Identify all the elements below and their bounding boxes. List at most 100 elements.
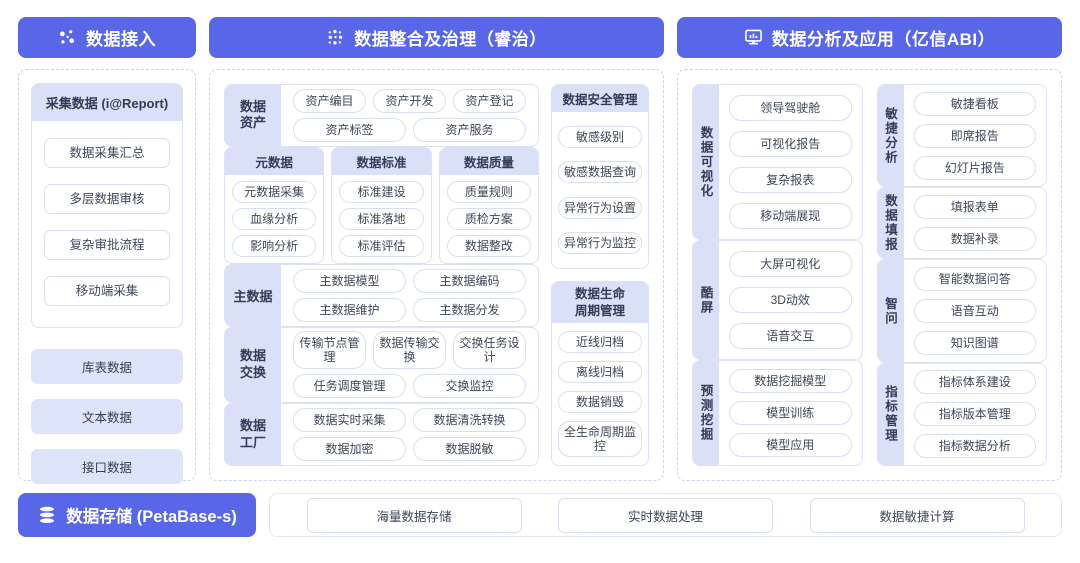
- feature-pill: 指标体系建设: [913, 370, 1036, 395]
- storage-item: 实时数据处理: [558, 497, 773, 533]
- feature-pill: 复杂审批流程: [44, 230, 170, 260]
- data-asset-row: 数据资产 资产编目资产开发资产登记 资产标签资产服务: [224, 84, 539, 147]
- feature-pill: 敏捷看板: [913, 91, 1036, 116]
- feature-pill: 知识图谱: [913, 331, 1036, 356]
- data-quality-box: 数据质量 质量规则质检方案数据整改: [438, 146, 539, 264]
- governance-sub-boxes: 元数据 元数据采集血缘分析影响分析 数据标准 标准建设标准落地标准评估 数据质量…: [224, 146, 539, 264]
- governance-panel: 数据资产 资产编目资产开发资产登记 资产标签资产服务 元数据 元数据采集血缘分析…: [209, 69, 664, 481]
- feature-pill: 质检方案: [446, 207, 531, 230]
- feature-pill: 模型应用: [729, 433, 852, 457]
- feature-pill: 指标数据分析: [913, 434, 1036, 459]
- data-security-box: 数据安全管理 敏感级别敏感数据查询异常行为设置异常行为监控: [551, 84, 649, 269]
- feature-pill: 标准落地: [339, 207, 424, 230]
- feature-pill: 交换任务设计: [453, 331, 526, 370]
- data-quality-title: 数据质量: [439, 147, 538, 175]
- smart-qa-box: 智问 智能数据问答语音互动知识图谱: [876, 259, 1047, 363]
- governance-header-label: 数据整合及治理（睿治）: [354, 30, 547, 49]
- feature-pill: 交换监控: [413, 374, 526, 399]
- column-governance: 数据整合及治理（睿治） 数据资产 资产编目资产开发资产登记 资产标签资产服务: [209, 17, 664, 481]
- governance-main: 数据资产 资产编目资产开发资产登记 资产标签资产服务 元数据 元数据采集血缘分析…: [224, 84, 539, 466]
- feature-pill: 数据实时采集: [293, 408, 406, 433]
- feature-pill: 近线归档: [558, 331, 642, 353]
- analysis-header: 数据分析及应用（亿信ABI）: [677, 17, 1062, 58]
- storage-item: 海量数据存储: [306, 497, 522, 533]
- feature-pill: 填报表单: [913, 195, 1036, 220]
- data-standard-title: 数据标准: [332, 147, 431, 175]
- data-source-pill: 接口数据: [31, 449, 183, 484]
- feature-pill: 元数据采集: [232, 180, 317, 203]
- feature-pill: 移动端采集: [44, 276, 170, 306]
- cool-screen-label: 酷屏: [693, 241, 719, 359]
- data-standard-box: 数据标准 标准建设标准落地标准评估: [331, 146, 432, 264]
- governance-side: 数据安全管理 敏感级别敏感数据查询异常行为设置异常行为监控 数据生命周期管理 近…: [551, 84, 649, 466]
- analysis-header-label: 数据分析及应用（亿信ABI）: [771, 30, 996, 49]
- feature-pill: 主数据编码: [413, 268, 526, 293]
- feature-pill: 资产登记: [453, 88, 526, 113]
- network-dots-icon: [59, 30, 75, 44]
- master-data-label: 主数据: [225, 264, 281, 326]
- predictive-mining-label: 预测挖掘: [693, 361, 719, 465]
- report-box-title: 采集数据 (i@Report): [32, 84, 182, 121]
- feature-pill: 复杂报表: [729, 167, 852, 193]
- feature-pill: 主数据分发: [413, 297, 526, 322]
- feature-pill: 幻灯片报告: [913, 155, 1036, 180]
- storage-bar: 数据存储 (PetaBase-s) 海量数据存储实时数据处理数据敏捷计算: [18, 493, 1062, 537]
- monitor-icon: [744, 29, 762, 45]
- data-security-title: 数据安全管理: [552, 85, 648, 112]
- data-asset-body: 资产编目资产开发资产登记 资产标签资产服务: [281, 85, 538, 146]
- feature-pill: 语音交互: [729, 323, 852, 349]
- feature-pill: 多层数据审核: [44, 184, 170, 214]
- feature-pill: 3D动效: [729, 287, 852, 313]
- feature-pill: 敏感数据查询: [558, 161, 642, 184]
- predictive-mining-box: 预测挖掘 数据挖掘模型模型训练模型应用: [692, 360, 863, 466]
- feature-pill: 智能数据问答: [913, 267, 1036, 292]
- feature-pill: 数据补录: [913, 227, 1036, 252]
- data-exchange-row: 数据交换 传输节点管理数据传输交换交换任务设计 任务调度管理交换监控: [224, 326, 539, 404]
- data-source-pill: 文本数据: [31, 399, 183, 434]
- top-columns: 数据接入 采集数据 (i@Report) 数据采集汇总多层数据审核复杂审批流程移…: [18, 17, 1062, 484]
- feature-pill: 模型训练: [729, 401, 852, 425]
- metadata-title: 元数据: [225, 147, 324, 175]
- feature-pill: 数据清洗转换: [413, 408, 526, 433]
- feature-pill: 移动端展现: [729, 203, 852, 229]
- data-access-panel: 采集数据 (i@Report) 数据采集汇总多层数据审核复杂审批流程移动端采集 …: [18, 69, 196, 484]
- feature-pill: 数据加密: [293, 437, 406, 462]
- data-lifecycle-box: 数据生命周期管理 近线归档离线归档数据销毁全生命周期监控: [551, 281, 649, 466]
- feature-pill: 传输节点管理: [293, 331, 366, 370]
- report-box: 采集数据 (i@Report) 数据采集汇总多层数据审核复杂审批流程移动端采集: [31, 83, 183, 328]
- agile-analysis-label: 敏捷分析: [877, 85, 904, 187]
- report-box-items: 数据采集汇总多层数据审核复杂审批流程移动端采集: [32, 121, 182, 327]
- feature-pill: 即席报告: [913, 123, 1036, 148]
- data-factory-body: 数据实时采集数据清洗转换 数据加密数据脱敏: [281, 404, 538, 465]
- smart-qa-label: 智问: [877, 260, 904, 362]
- data-asset-label: 数据资产: [225, 85, 281, 146]
- storage-header-label: 数据存储 (PetaBase-s): [66, 508, 237, 526]
- data-source-pill: 库表数据: [31, 349, 183, 384]
- column-data-access: 数据接入 采集数据 (i@Report) 数据采集汇总多层数据审核复杂审批流程移…: [18, 17, 196, 484]
- feature-pill: 任务调度管理: [293, 374, 406, 399]
- feature-pill: 资产开发: [373, 88, 446, 113]
- feature-pill: 标准评估: [339, 234, 424, 257]
- feature-pill: 数据脱敏: [413, 437, 526, 462]
- feature-pill: 数据挖掘模型: [729, 369, 852, 393]
- storage-items: 海量数据存储实时数据处理数据敏捷计算: [269, 493, 1062, 537]
- feature-pill: 指标版本管理: [913, 402, 1036, 427]
- storage-item: 数据敏捷计算: [809, 497, 1025, 533]
- data-exchange-body: 传输节点管理数据传输交换交换任务设计 任务调度管理交换监控: [281, 328, 538, 402]
- feature-pill: 异常行为设置: [558, 196, 642, 219]
- governance-header: 数据整合及治理（睿治）: [209, 17, 664, 58]
- indicator-label: 指标管理: [877, 363, 904, 466]
- dots-cluster-icon: [328, 29, 343, 45]
- feature-pill: 数据整改: [446, 234, 531, 257]
- data-lifecycle-title: 数据生命周期管理: [552, 282, 648, 323]
- feature-pill: 质量规则: [446, 180, 531, 203]
- feature-pill: 资产标签: [293, 117, 406, 142]
- analysis-right-column: 敏捷分析 敏捷看板即席报告幻灯片报告 数据填报 填报表单数据补录 智问: [876, 84, 1047, 467]
- feature-pill: 资产编目: [293, 88, 366, 113]
- feature-pill: 异常行为监控: [558, 232, 642, 255]
- feature-pill: 敏感级别: [558, 125, 642, 148]
